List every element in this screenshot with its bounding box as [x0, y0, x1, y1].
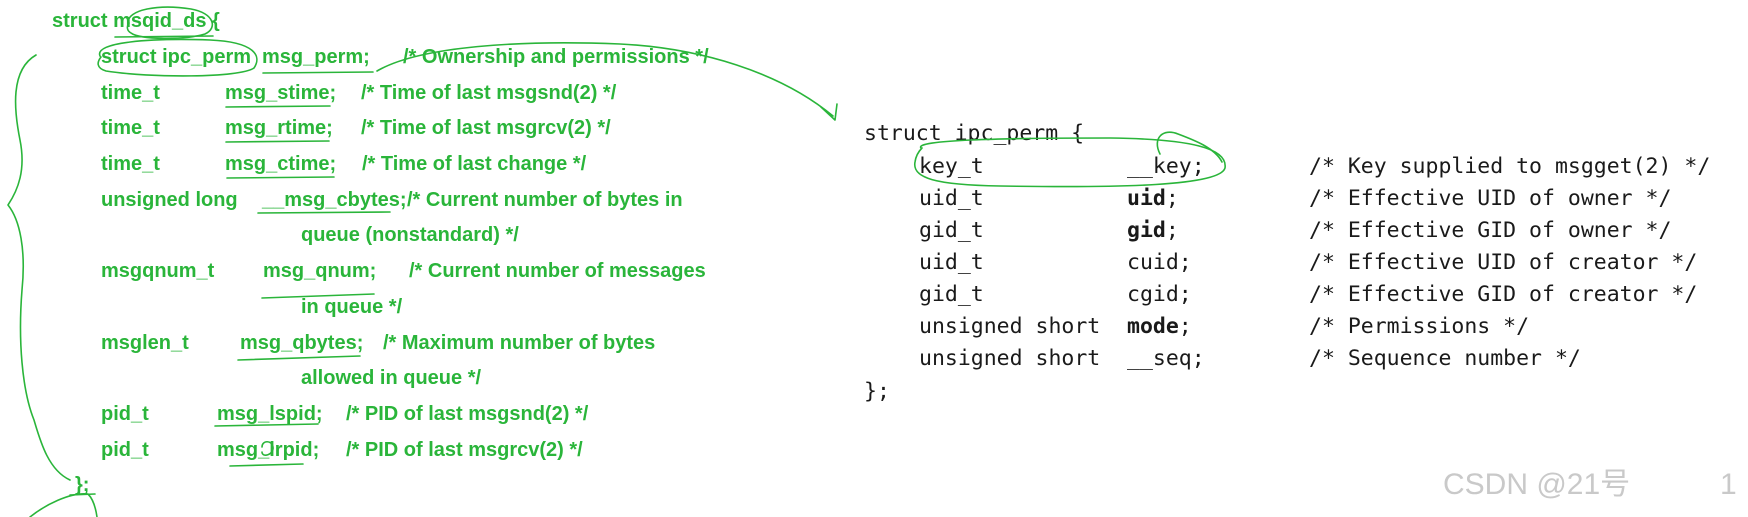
field-type: unsigned short [919, 346, 1101, 371]
left-struct-footer: }; [75, 474, 90, 496]
field-comment: /* Current number of messages [409, 260, 706, 282]
field-comment: /* Effective GID of creator */ [1309, 282, 1698, 307]
field-name: cuid; [1127, 250, 1192, 275]
bottom-stroke [29, 493, 98, 517]
field-name: msg_lspid; [217, 403, 323, 425]
field-name: msg_ctime; [225, 153, 337, 175]
field-name: msg_perm; [262, 46, 370, 68]
field-name: msg_qbytes; [240, 332, 364, 354]
underline-msg-rtime [225, 140, 330, 143]
field-name: gid; [1127, 218, 1179, 243]
field-name: msg_qnum; [263, 260, 377, 282]
field-name: __key; [1127, 154, 1205, 179]
field-comment: /* Key supplied to msgget(2) */ [1309, 154, 1711, 179]
field-type: struct ipc_perm [101, 46, 252, 68]
field-type: gid_t [919, 282, 984, 307]
field-type: time_t [101, 117, 160, 139]
field-comment: /* Sequence number */ [1309, 346, 1581, 371]
field-name: msg_lrpid; [217, 439, 320, 461]
field-comment: /* Time of last msgrcv(2) */ [361, 117, 611, 139]
underline-msg-perm [262, 71, 374, 74]
field-comment: /* Effective UID of creator */ [1309, 250, 1698, 275]
field-type: msglen_t [101, 332, 189, 354]
field-type: unsigned short [919, 314, 1101, 339]
curly-brace [7, 54, 71, 481]
field-name: __seq; [1127, 346, 1205, 371]
field-type: gid_t [919, 218, 984, 243]
field-type: unsigned long [101, 189, 238, 211]
field-comment: /* Effective GID of owner */ [1309, 218, 1672, 243]
underline-msg-lrpid [229, 463, 304, 467]
field-type: key_t [919, 154, 984, 179]
field-type: pid_t [101, 439, 149, 461]
field-type: time_t [101, 153, 160, 175]
field-name: msg_stime; [225, 82, 337, 104]
field-comment: /* Maximum number of bytes [383, 332, 656, 354]
field-name: __msg_cbytes; [262, 189, 407, 211]
field-name: cgid; [1127, 282, 1192, 307]
underline-msg-cbytes [257, 211, 391, 214]
arrowhead [820, 103, 838, 121]
field-comment: /* Ownership and permissions */ [403, 46, 709, 68]
field-name: msg_rtime; [225, 117, 333, 139]
right-struct-footer: }; [864, 379, 890, 404]
field-comment: /* PID of last msgrcv(2) */ [346, 439, 583, 461]
field-comment: /* Time of last msgsnd(2) */ [361, 82, 617, 104]
field-type: msgqnum_t [101, 260, 215, 282]
field-name: mode; [1127, 314, 1192, 339]
field-comment: /* Time of last change */ [362, 153, 587, 175]
field-comment-continued: queue (nonstandard) */ [301, 224, 519, 246]
field-comment-continued: allowed in queue */ [301, 367, 482, 389]
underline-msg-stime [225, 105, 331, 108]
left-struct-header: struct msqid_ds { [52, 10, 220, 32]
field-type: time_t [101, 82, 160, 104]
field-comment: /* Current number of bytes in [407, 189, 683, 211]
field-comment: /* Effective UID of owner */ [1309, 186, 1672, 211]
field-type: uid_t [919, 186, 984, 211]
watermark: CSDN @21号 [1443, 468, 1631, 501]
underline-header [114, 35, 214, 38]
right-struct-header: struct ipc_perm { [864, 121, 1085, 146]
underline-msg-qbytes [237, 355, 361, 361]
edge-digit: 1 [1720, 468, 1737, 501]
field-name: uid; [1127, 186, 1179, 211]
underline-msg-ctime [226, 176, 335, 179]
field-comment: /* PID of last msgsnd(2) */ [346, 403, 589, 425]
field-comment-continued: in queue */ [301, 296, 403, 318]
field-type: uid_t [919, 250, 984, 275]
field-type: pid_t [101, 403, 149, 425]
field-comment: /* Permissions */ [1309, 314, 1530, 339]
